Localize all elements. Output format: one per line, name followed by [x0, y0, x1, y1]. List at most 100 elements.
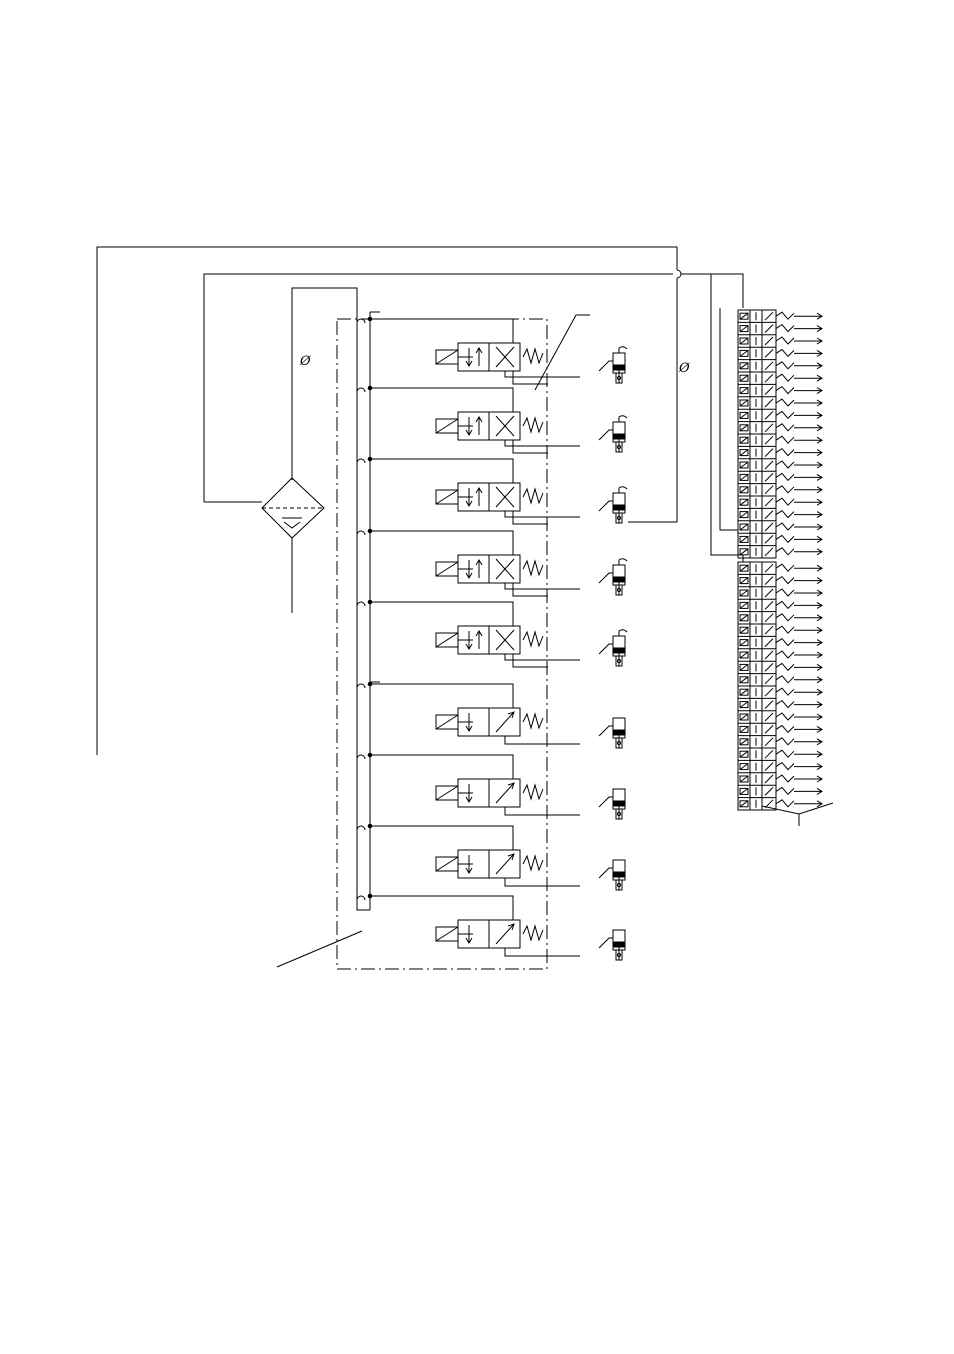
cylinder-port-b [619, 559, 627, 565]
bank-row [738, 736, 822, 746]
bank-spring [776, 548, 794, 555]
pipe-crossover [357, 319, 365, 323]
bank-row [738, 686, 822, 696]
bank-flow-diagonal [765, 750, 773, 758]
four-way-valve [357, 317, 627, 384]
valve-supply-pipe [370, 602, 513, 626]
solenoid-diagonal [436, 715, 458, 729]
cylinder-piston [614, 801, 624, 806]
cylinder-port-a [599, 361, 613, 371]
bank-flow-diagonal [765, 713, 773, 721]
bank-flow-diagonal [765, 473, 773, 481]
bank-solenoid-diagonal [740, 739, 748, 745]
bank-solenoid-diagonal [740, 726, 748, 732]
cylinder-piston [614, 505, 624, 510]
bus-junction [368, 894, 372, 898]
bank-row [738, 459, 822, 469]
bank-spring [776, 800, 794, 807]
bank-solenoid-diagonal [740, 400, 748, 406]
solenoid-diagonal [436, 350, 458, 364]
bank-flow-diagonal [765, 651, 773, 659]
bank-row [738, 446, 822, 456]
bank-outlet-brace [762, 803, 833, 826]
bank-row [738, 372, 822, 382]
bank-flow-diagonal [765, 548, 773, 556]
cylinder-port-b [619, 630, 627, 636]
filter-regulator [204, 478, 324, 613]
cylinder-port-a [599, 644, 613, 654]
bank-spring [776, 473, 794, 480]
valve-spring [523, 561, 543, 575]
pipe-crossover [357, 602, 365, 606]
bank-solenoid-diagonal [740, 578, 748, 584]
cylinder-port-a [599, 797, 613, 807]
cylinder-piston [614, 648, 624, 653]
bank-solenoid-diagonal [740, 702, 748, 708]
valve-supply-pipe [370, 684, 513, 708]
bank-solenoid-diagonal [740, 714, 748, 720]
bank-flow-diagonal [765, 387, 773, 395]
valve-bank-upper [738, 310, 822, 558]
bank-spring [776, 614, 794, 621]
bank-row [738, 335, 822, 345]
bank-spring [776, 399, 794, 406]
cylinder-piston [614, 365, 624, 370]
bank-spring [776, 349, 794, 356]
bank-row [738, 599, 822, 609]
solenoid-diagonal [436, 927, 458, 941]
bank-solenoid-diagonal [740, 640, 748, 646]
bank-spring [776, 676, 794, 683]
bank-spring [776, 337, 794, 344]
bank-solenoid-diagonal [740, 326, 748, 332]
valve-spring [523, 785, 543, 799]
valve-spring [523, 349, 543, 363]
bank-row [738, 397, 822, 407]
valve-spring [523, 489, 543, 503]
bank-row [738, 471, 822, 481]
bank-flow-diagonal [765, 535, 773, 543]
bank-row [738, 347, 822, 357]
valve-supply-pipe [370, 459, 513, 483]
bank-flow-diagonal [765, 312, 773, 320]
bank-row [738, 711, 822, 721]
valve-spring [523, 856, 543, 870]
bank-spring [776, 523, 794, 530]
flow-diagonal [496, 854, 514, 874]
bank-row [740, 312, 822, 320]
valve-supply-pipe [370, 896, 513, 920]
cylinder-piston [614, 730, 624, 735]
bank-flow-diagonal [765, 325, 773, 333]
bank-solenoid-diagonal [740, 512, 748, 518]
bank-row [738, 360, 822, 370]
bank-spring [776, 564, 794, 571]
bank-row [740, 564, 822, 572]
valve-spring [523, 926, 543, 940]
bank-solenoid-diagonal [740, 363, 748, 369]
cylinder-port-a [599, 501, 613, 511]
bank-solenoid-diagonal [740, 524, 748, 530]
cylinder-port-b [619, 416, 627, 422]
bank-spring [776, 787, 794, 794]
valve-supply-pipe [370, 388, 513, 412]
outer-supply-line [97, 247, 677, 755]
cylinder-port-a [599, 868, 613, 878]
bank-row [738, 521, 822, 531]
bank-solenoid-diagonal [740, 664, 748, 670]
bank-solenoid-diagonal [740, 450, 748, 456]
cylinder-port-a [599, 430, 613, 440]
bank-flow-diagonal [765, 676, 773, 684]
solenoid-diagonal [436, 633, 458, 647]
solenoid-diagonal [436, 786, 458, 800]
three-way-valve [357, 894, 625, 960]
bank-solenoid-diagonal [740, 425, 748, 431]
outer-supply-crossover [677, 270, 681, 278]
bank-flow-diagonal [765, 589, 773, 597]
bank-row [738, 674, 822, 684]
bank-solenoid-diagonal [740, 652, 748, 658]
bank-solenoid-diagonal [740, 375, 748, 381]
bank-spring [776, 589, 794, 596]
cylinder-port-a [599, 573, 613, 583]
valve-outlet-a [505, 654, 580, 660]
